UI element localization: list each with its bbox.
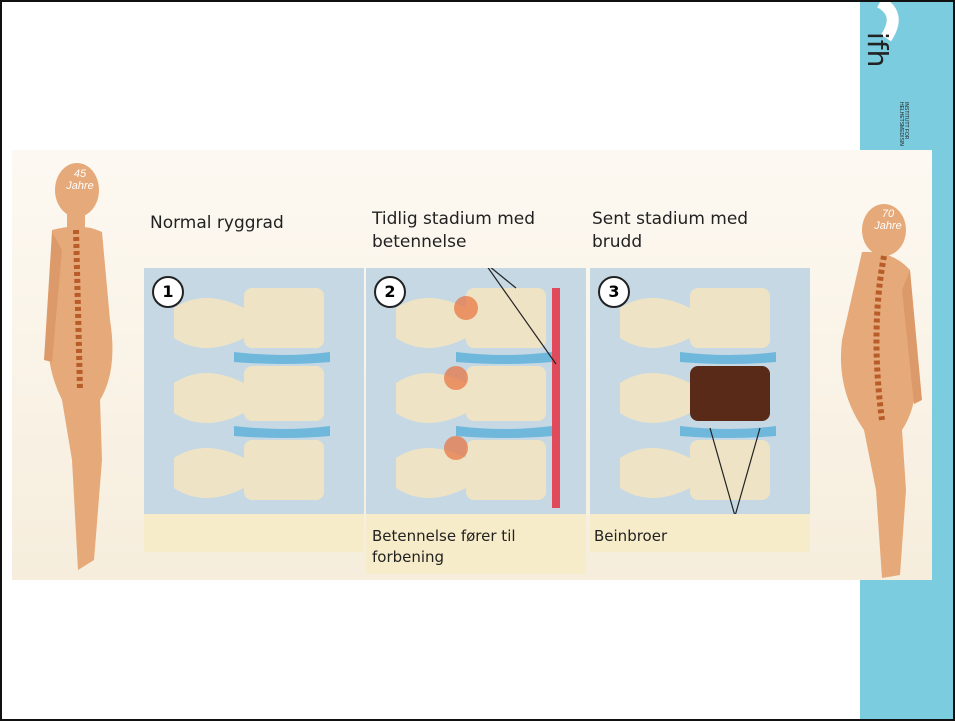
panel-1-title: Normal ryggrad — [150, 212, 350, 235]
panel-2-title: Tidlig stadium med betennelse — [372, 208, 582, 254]
logo-mark: ifh — [864, 32, 894, 122]
right-age-number: 70 — [868, 208, 908, 220]
logo-subtitle: INSTITUTT FOR HELHETSMEDISIN — [898, 102, 908, 152]
spine-illustration: 45 Jahre 70 Jahre Normal ryggrad Tidlig … — [12, 150, 932, 580]
person-45-figure — [22, 160, 132, 580]
person-70-figure — [822, 190, 932, 580]
left-age-unit: Jahre — [60, 180, 100, 192]
right-age-unit: Jahre — [868, 220, 908, 232]
left-age-number: 45 — [60, 168, 100, 180]
panel-1-number: 1 — [152, 276, 184, 308]
panel-2-number: 2 — [374, 276, 406, 308]
panel-3-number: 3 — [598, 276, 630, 308]
panel-3-title: Sent stadium med brudd — [592, 208, 802, 254]
panel-1-caption-bg — [144, 514, 364, 552]
panel-3-caption: Beinbroer — [594, 526, 804, 547]
panel-2-caption: Betennelse fører til forbening — [372, 526, 582, 568]
